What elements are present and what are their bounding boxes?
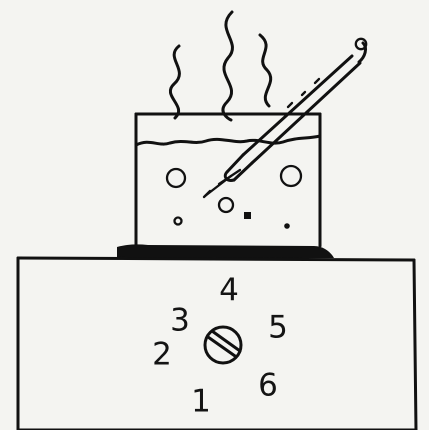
dial-number-5: 5	[268, 310, 288, 346]
dial-number-2: 2	[152, 337, 172, 373]
hotplate-icon	[16, 244, 418, 430]
thermometer-icon	[202, 37, 368, 199]
steam-icon	[168, 10, 273, 122]
dial-number-1: 1	[191, 384, 211, 420]
beaker-icon	[134, 112, 322, 248]
dial-knob-icon	[203, 325, 243, 365]
dial-number-4: 4	[219, 273, 239, 309]
dial-number-3: 3	[170, 303, 190, 339]
dial-number-6: 6	[258, 368, 278, 404]
